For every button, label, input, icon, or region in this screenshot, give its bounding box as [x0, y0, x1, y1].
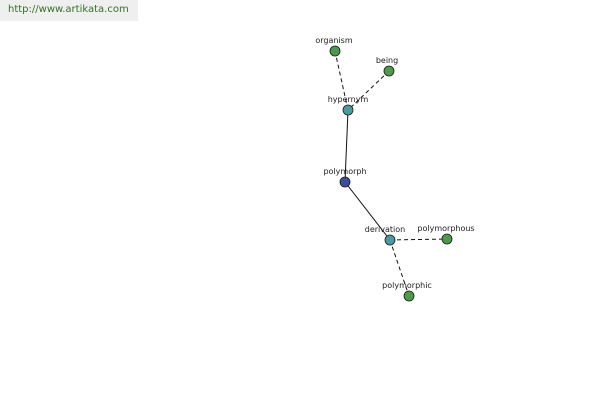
- node-label-polymorphous[interactable]: polymorphous: [417, 224, 474, 233]
- node-polymorphic[interactable]: polymorphic: [382, 281, 432, 302]
- site-url-link[interactable]: http://www.artikata.com: [8, 4, 129, 15]
- edge-derivation-polymorphous: [389, 238, 448, 241]
- edge-being-hypernym: [347, 70, 390, 111]
- node-derivation[interactable]: derivation: [365, 225, 405, 246]
- edge-hypernym-polymorph: [344, 109, 349, 183]
- node-label-organism[interactable]: organism: [315, 36, 352, 45]
- node-polymorphous[interactable]: polymorphous: [417, 224, 475, 245]
- node-circle-derivation[interactable]: [384, 234, 396, 246]
- node-circle-organism[interactable]: [329, 45, 341, 57]
- node-label-polymorphic[interactable]: polymorphic: [382, 281, 432, 290]
- node-label-derivation[interactable]: derivation: [365, 225, 405, 234]
- edge-polymorph-derivation: [344, 181, 391, 241]
- node-circle-polymorphous[interactable]: [441, 233, 453, 245]
- node-circle-polymorph[interactable]: [339, 176, 351, 188]
- url-bar: http://www.artikata.com: [0, 0, 138, 21]
- node-circle-hypernym[interactable]: [342, 104, 354, 116]
- node-circle-being[interactable]: [383, 65, 395, 77]
- edge-derivation-polymorphic: [389, 239, 410, 297]
- node-label-polymorph[interactable]: polymorph: [323, 167, 366, 176]
- node-label-hypernym[interactable]: hypernym: [328, 95, 369, 104]
- node-organism[interactable]: organism: [315, 36, 353, 57]
- node-polymorph[interactable]: polymorph: [323, 167, 367, 188]
- nodes-layer: organism being hypernym polymorph derivation…: [315, 36, 475, 302]
- node-circle-polymorphic[interactable]: [403, 290, 415, 302]
- node-hypernym[interactable]: hypernym: [328, 95, 369, 116]
- edge-organism-hypernym: [334, 50, 349, 111]
- edges-layer: [334, 50, 448, 297]
- node-being[interactable]: being: [376, 56, 398, 77]
- node-label-being[interactable]: being: [376, 56, 398, 65]
